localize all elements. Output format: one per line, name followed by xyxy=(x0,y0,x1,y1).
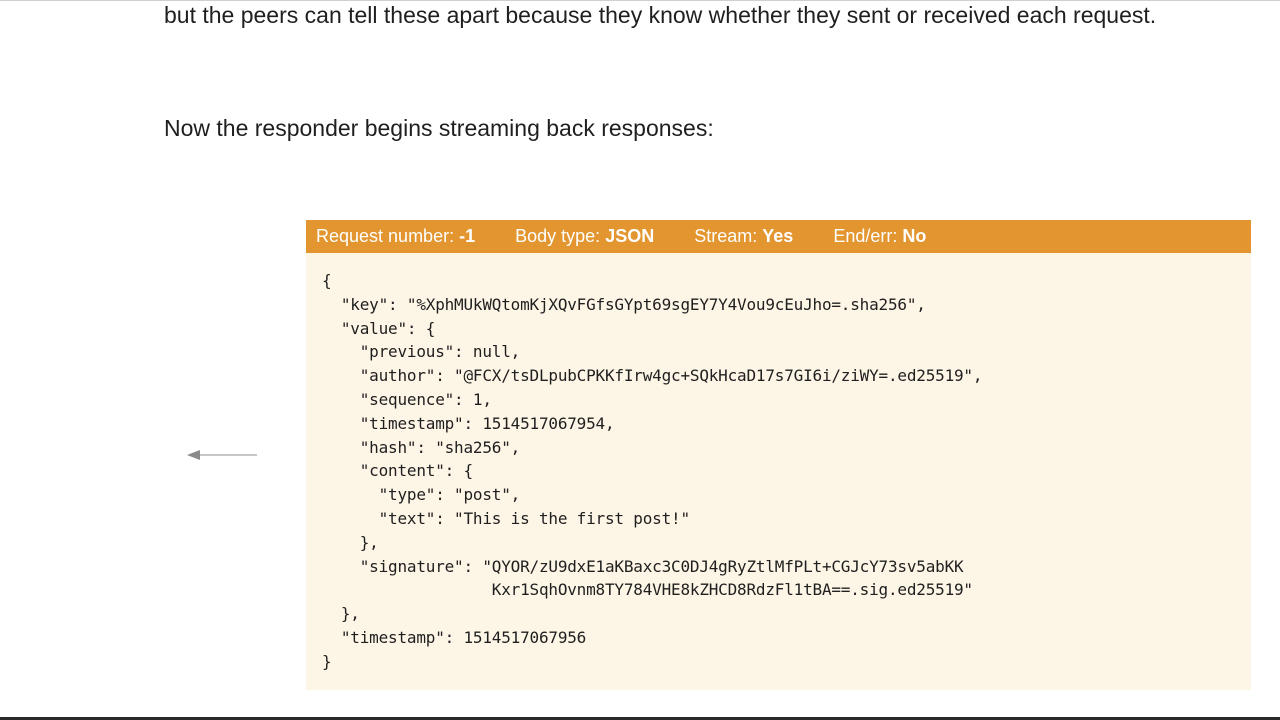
paragraph-responder-streaming: Now the responder begins streaming back … xyxy=(164,115,714,141)
request-number-label: Request number: xyxy=(316,226,455,246)
paragraph-peers-tell-apart: but the peers can tell these apart becau… xyxy=(164,2,1157,28)
message-json-body: { "key": "%XphMUkWQtomKjXQvFGfsGYpt69sgE… xyxy=(322,271,983,671)
stream-value: Yes xyxy=(762,226,794,246)
stream-label: Stream: xyxy=(694,226,758,246)
request-number-field: Request number: -1 xyxy=(316,220,475,253)
bottom-divider xyxy=(0,717,1280,720)
body-type-field: Body type: JSON xyxy=(515,220,654,253)
end-err-field: End/err: No xyxy=(833,220,926,253)
stream-field: Stream: Yes xyxy=(694,220,793,253)
rpc-message-box: Request number: -1 Body type: JSON Strea… xyxy=(306,220,1251,690)
top-divider xyxy=(0,0,1280,1)
end-err-label: End/err: xyxy=(833,226,898,246)
request-number-value: -1 xyxy=(459,226,476,246)
body-type-label: Body type: xyxy=(515,226,601,246)
body-type-value: JSON xyxy=(605,226,655,246)
message-header: Request number: -1 Body type: JSON Strea… xyxy=(306,220,1251,253)
left-arrow-icon xyxy=(187,450,257,460)
end-err-value: No xyxy=(902,226,927,246)
